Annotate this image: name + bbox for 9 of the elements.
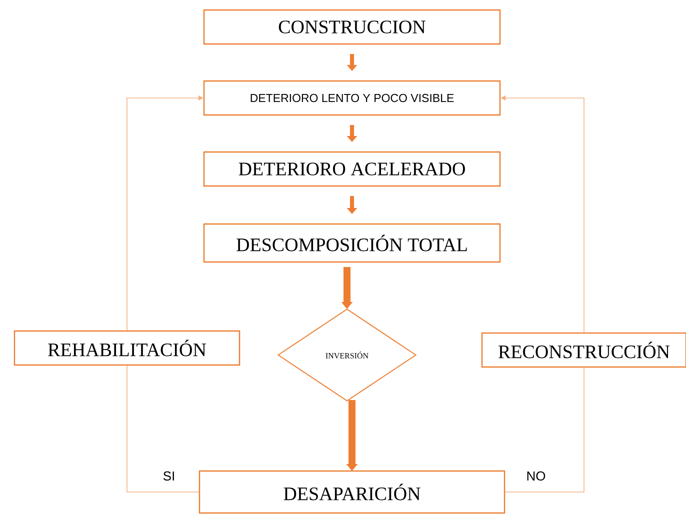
edge-label: NO (527, 471, 546, 481)
process-box: DETERIORO ACELERADO (203, 151, 501, 187)
process-box: RECONSTRUCCIÓN (481, 332, 686, 368)
process-box: DETERIORO LENTO Y POCO VISIBLE (203, 80, 501, 116)
process-box: CONSTRUCCION (203, 9, 501, 45)
edge-label: SI (163, 471, 174, 481)
process-box: REHABILITACIÓN (14, 330, 240, 366)
process-box: DESCOMPOSICIÓN TOTAL (203, 223, 501, 263)
process-box: DESAPARICIÓN (198, 470, 506, 514)
